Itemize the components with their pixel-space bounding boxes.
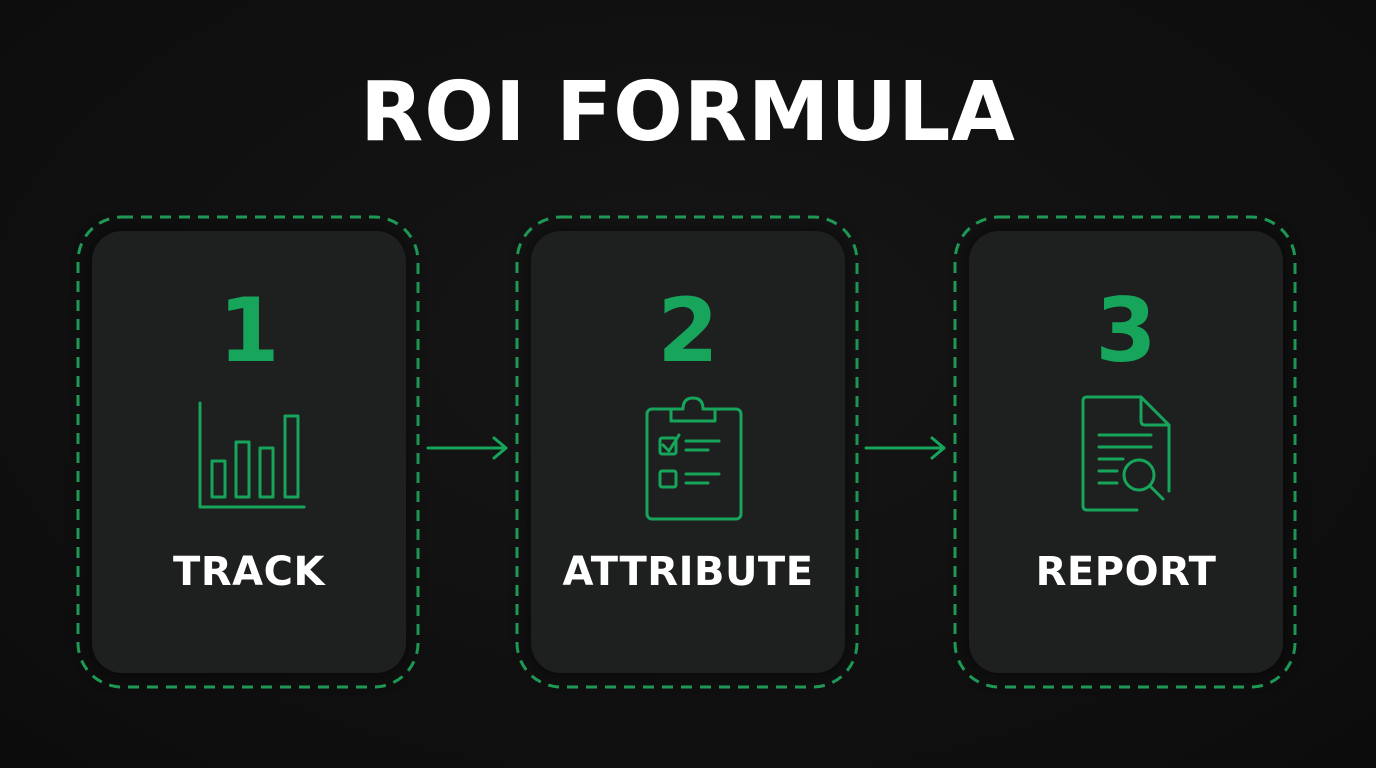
- step-card-inner: 3 REPORT: [969, 231, 1283, 673]
- dashed-border: [76, 215, 420, 689]
- document-search-icon: [969, 391, 1283, 531]
- step-card-inner: 1 TRACK: [92, 231, 406, 673]
- step-number: 2: [657, 279, 719, 382]
- step-card-track: 1 TRACK: [76, 215, 420, 689]
- step-card-attribute: 2 ATTRIBUTE: [515, 215, 859, 689]
- clipboard-checklist-icon: [531, 391, 845, 531]
- arrow-right-icon: [864, 436, 946, 460]
- step-label: ATTRIBUTE: [562, 549, 814, 595]
- step-number: 3: [1095, 279, 1157, 382]
- step-label: TRACK: [173, 549, 325, 595]
- arrow-right-icon: [426, 436, 508, 460]
- step-card-report: 3 REPORT: [953, 215, 1297, 689]
- bar-chart-icon: [92, 391, 406, 531]
- dashed-border: [953, 215, 1297, 689]
- page-title: ROI FORMULA: [360, 65, 1016, 160]
- step-label: REPORT: [1035, 549, 1217, 595]
- step-number: 1: [218, 279, 280, 382]
- dashed-border: [515, 215, 859, 689]
- step-card-inner: 2 ATTRIBUTE: [531, 231, 845, 673]
